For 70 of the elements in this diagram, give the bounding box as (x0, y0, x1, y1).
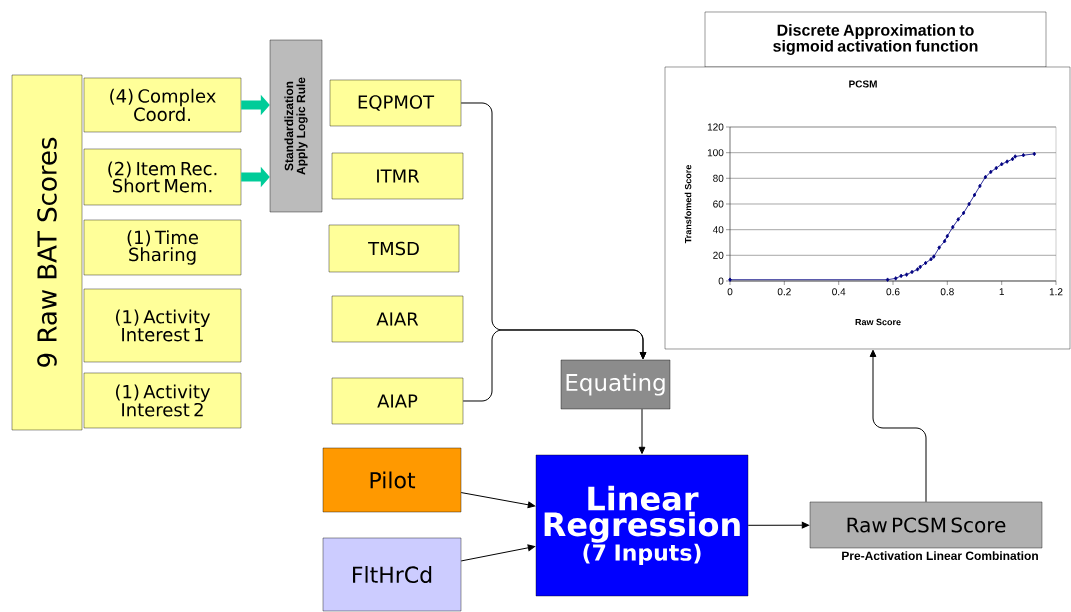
variable-box: ITMR (331, 152, 464, 200)
point (1005, 159, 1009, 164)
arrow (638, 408, 646, 455)
variable-box: AIAP (331, 377, 464, 425)
point (961, 210, 966, 216)
point (937, 245, 941, 250)
point (1013, 154, 1017, 159)
point (915, 267, 920, 272)
point (994, 165, 998, 171)
y-tick-label: 0 (718, 277, 724, 285)
x-tick-label: 0.6 (886, 288, 900, 296)
y-tick-label: 40 (712, 226, 724, 234)
arrow (460, 492, 536, 509)
point (893, 276, 898, 281)
point (956, 217, 960, 222)
arrow (462, 329, 647, 402)
point (929, 256, 933, 262)
process-box: Standardization Apply Logic Rule (269, 39, 323, 213)
input-box: (4) Complex Coord. (83, 77, 242, 133)
output-box: Raw PCSM Score (809, 501, 1043, 549)
point (989, 169, 993, 175)
arrow (460, 544, 536, 562)
process-box: Equating (560, 359, 671, 410)
point (1032, 151, 1037, 157)
x-tick-label: 1.2 (1049, 288, 1063, 296)
point (885, 277, 890, 282)
y-tick-label: 80 (713, 174, 724, 182)
arrow (869, 349, 927, 503)
point (967, 201, 971, 207)
variable-box: EQPMOT (329, 79, 462, 127)
point (942, 238, 947, 244)
point (904, 272, 909, 277)
input-box: (1) Activity Interest 2 (83, 372, 242, 429)
point (932, 254, 936, 259)
x-tick-label: 1 (999, 288, 1004, 296)
y-tick-label: 60 (713, 200, 724, 208)
input-box: (1) Activity Interest 1 (83, 288, 242, 363)
input-box: Pilot (322, 447, 462, 513)
point (983, 174, 988, 180)
x-tick-label: 0.2 (777, 288, 791, 296)
point (1010, 156, 1015, 162)
y-tick-label: 20 (713, 251, 724, 259)
point (910, 269, 914, 275)
input-box: FltHrCd (322, 537, 462, 612)
x-tick-label: 0.4 (832, 288, 846, 296)
y-tick-label: 100 (707, 149, 724, 157)
point (1021, 152, 1026, 158)
arrow (747, 521, 810, 529)
point (945, 233, 950, 239)
y-tick-label: 120 (707, 123, 724, 131)
point (918, 264, 922, 270)
chart-title: PCSM (849, 80, 877, 88)
point (978, 183, 982, 189)
x-tick-label: 0.8 (940, 288, 954, 296)
point (999, 162, 1004, 167)
point (951, 224, 955, 230)
x-tick-label: 0 (727, 288, 733, 296)
point (899, 273, 903, 279)
point (972, 192, 977, 198)
input-box: (2) Item Rec. Short Mem. (83, 148, 242, 206)
x-axis-title: Raw Score (855, 318, 901, 326)
line-chart: 0 20 40 60 80 100 120 0 0.2 0.4 0.6 0.8 1 1.2 PCSM Raw Score Transfomed Score (684, 80, 1063, 326)
process-box: Linear Regression (7 Inputs) (535, 454, 749, 597)
variable-box: AIAR (331, 295, 464, 343)
variable-box: TMSD (328, 224, 460, 273)
y-axis-title: Transfomed Score (684, 165, 692, 244)
input-box: (1) Time Sharing (83, 219, 242, 276)
node-label: Pre-Activation Linear Combination (842, 551, 1038, 560)
title-box: Discrete Approximation to sigmoid activation function (704, 11, 1047, 68)
point (923, 260, 928, 266)
